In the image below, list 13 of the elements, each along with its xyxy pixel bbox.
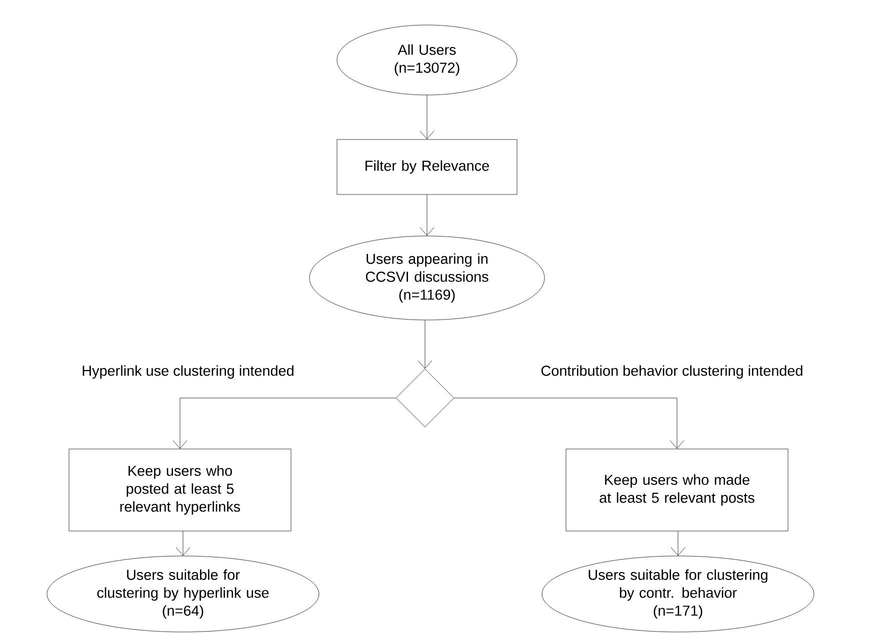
process-box: Keep users who made at least 5 relevant posts — [566, 448, 788, 532]
arrow — [420, 194, 434, 236]
arrow — [176, 531, 190, 556]
process-box: Keep users who posted at least 5 relevant hyperlinks — [68, 448, 292, 532]
arrow — [420, 95, 434, 140]
edge-label: Hyperlink use clustering intended — [80, 364, 296, 380]
process-box: Filter by Relevance — [336, 139, 518, 195]
arrow — [172, 398, 396, 449]
decision-diamond — [396, 368, 454, 428]
arrow — [670, 531, 686, 556]
arrow — [454, 398, 684, 449]
edge-label: Contribution behavior clustering intended — [540, 364, 804, 380]
arrow — [418, 320, 432, 369]
